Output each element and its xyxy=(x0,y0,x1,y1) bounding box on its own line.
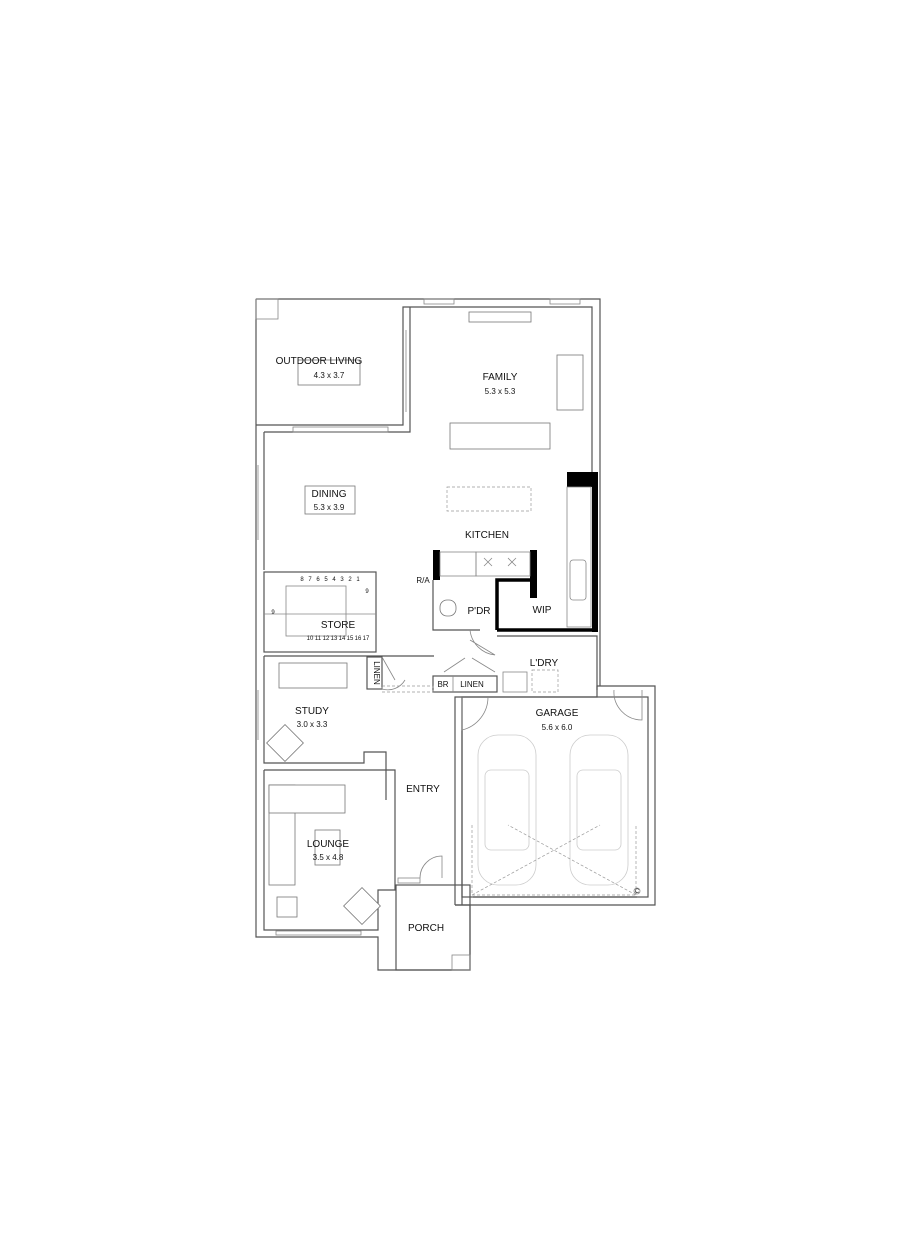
family-size: 5.3 x 5.3 xyxy=(485,387,516,396)
garage-label: GARAGE xyxy=(536,708,579,719)
stair-step-13: 13 xyxy=(331,636,338,642)
study-size: 3.0 x 3.3 xyxy=(297,720,328,729)
stair-step-3: 3 xyxy=(340,577,344,583)
porch-label: PORCH xyxy=(408,923,444,934)
wip-label: WIP xyxy=(533,605,552,616)
garage-size: 5.6 x 6.0 xyxy=(542,723,573,732)
stair-step-8: 8 xyxy=(300,577,304,583)
ra-label: R/A xyxy=(416,576,430,585)
family-label: FAMILY xyxy=(483,372,518,383)
stair-step-12: 12 xyxy=(323,636,330,642)
dining-label: DINING xyxy=(312,489,347,500)
stair-step-4: 4 xyxy=(332,577,336,583)
garage-marker: C xyxy=(635,889,640,895)
stair-step-17: 17 xyxy=(363,636,370,642)
stair-step-14: 14 xyxy=(339,636,346,642)
outdoor-living-size: 4.3 x 3.7 xyxy=(314,371,345,380)
stair-step-10: 10 xyxy=(307,636,314,642)
stair-step-16: 16 xyxy=(355,636,362,642)
ldry-label: L'DRY xyxy=(530,658,559,669)
linen-vertical-label: LINEN xyxy=(372,661,381,685)
stair-step-1: 1 xyxy=(356,577,360,583)
garage-cars xyxy=(471,734,637,896)
linen-label: LINEN xyxy=(460,680,484,689)
stair-step-2: 2 xyxy=(348,577,352,583)
store-label: STORE xyxy=(321,620,356,631)
kitchen-label: KITCHEN xyxy=(465,530,509,541)
lounge-label: LOUNGE xyxy=(307,839,350,850)
stair-landing-right: 9 xyxy=(365,589,369,595)
study-label: STUDY xyxy=(295,706,329,717)
pdr-label: P'DR xyxy=(467,606,490,617)
stair-numbers: 8 7 6 5 4 3 2 1 10 11 12 13 14 15 16 17 … xyxy=(271,577,370,642)
stair-step-7: 7 xyxy=(308,577,312,583)
stair-step-6: 6 xyxy=(316,577,320,583)
stair-step-15: 15 xyxy=(347,636,354,642)
dining-size: 5.3 x 3.9 xyxy=(314,503,345,512)
room-labels: OUTDOOR LIVING 4.3 x 3.7 FAMILY 5.3 x 5.… xyxy=(276,356,640,934)
walls xyxy=(255,298,656,971)
stair-step-11: 11 xyxy=(315,636,322,642)
stair-step-5: 5 xyxy=(324,577,328,583)
br-label: BR xyxy=(437,680,448,689)
entry-label: ENTRY xyxy=(406,784,440,795)
outdoor-living-label: OUTDOOR LIVING xyxy=(276,356,363,367)
stair-landing-left: 9 xyxy=(271,610,275,616)
lounge-size: 3.5 x 4.8 xyxy=(313,853,344,862)
